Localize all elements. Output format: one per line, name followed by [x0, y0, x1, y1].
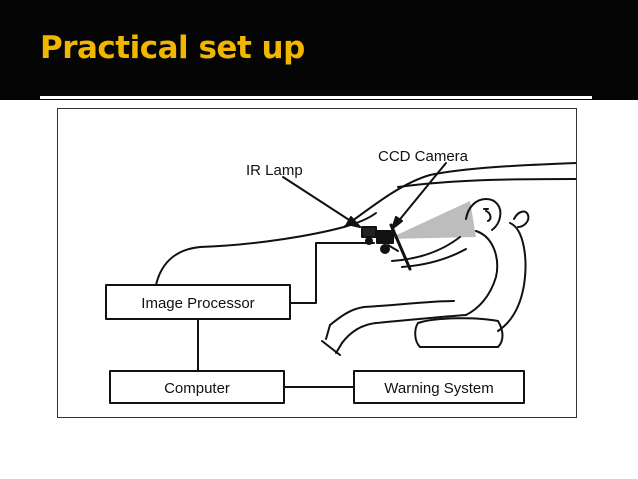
computer-label: Computer — [164, 380, 230, 397]
setup-diagram: IR Lamp CCD Camera Image Processor Compu… — [105, 148, 576, 404]
title-bar: Practical set up — [0, 0, 638, 100]
ccd-camera-label: CCD Camera — [378, 148, 469, 165]
slide-title: Practical set up — [40, 30, 305, 66]
image-processor-label: Image Processor — [141, 295, 254, 312]
windshield-line — [343, 212, 377, 228]
warning-system-box — [353, 370, 525, 404]
ir-lamp-label: IR Lamp — [246, 162, 303, 179]
cable-lamp-to-processor — [289, 242, 375, 304]
driver-seat — [414, 210, 530, 348]
warning-system-label: Warning System — [384, 380, 493, 397]
ir-lamp-pointer — [282, 176, 361, 228]
ir-lamp — [361, 226, 377, 245]
ccd-camera — [376, 230, 394, 254]
image-processor-box — [105, 284, 291, 320]
steering-column — [387, 244, 399, 252]
title-rule — [40, 96, 592, 99]
driver-figure — [321, 198, 502, 356]
computer-box — [109, 370, 285, 404]
ir-light-cone — [388, 201, 476, 239]
car-roof-inner-line — [397, 178, 576, 188]
ccd-camera-pointer — [391, 162, 447, 230]
setup-diagram-figure: IR Lamp CCD Camera Image Processor Compu… — [57, 108, 577, 418]
steering-wheel — [389, 223, 412, 271]
